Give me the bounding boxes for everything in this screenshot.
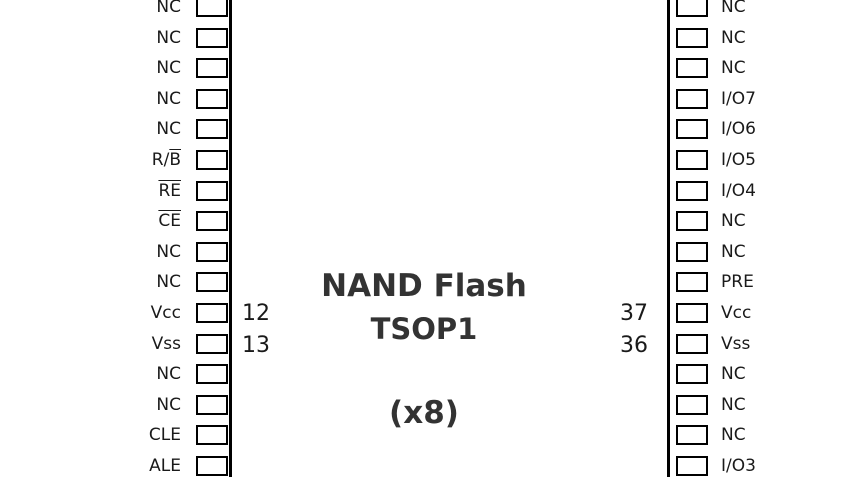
right-pin-pad bbox=[676, 394, 708, 415]
left-pin-pad bbox=[196, 211, 228, 232]
chip-title-line3: (x8) bbox=[389, 395, 459, 431]
right-pin-pad bbox=[676, 303, 708, 323]
left-pin-pad bbox=[196, 456, 228, 476]
right-pin-label: I/O6 bbox=[721, 119, 756, 140]
pin-label-text: NC bbox=[156, 88, 181, 109]
pin-label-overline-text: B bbox=[169, 150, 181, 170]
left-pin-pad bbox=[196, 333, 228, 354]
right-pin-pad bbox=[676, 425, 708, 446]
pin-label-text: Vss bbox=[151, 333, 181, 354]
right-pin-label: NC bbox=[721, 211, 746, 232]
left-pin-pad bbox=[196, 364, 228, 385]
chip-right-edge bbox=[667, 0, 670, 477]
right-pin-pad bbox=[676, 241, 708, 262]
left-pin-pad bbox=[196, 0, 228, 17]
right-pin-label: NC bbox=[721, 425, 746, 446]
right-pin-label: NC bbox=[721, 58, 746, 79]
right-pin-label: NC bbox=[721, 364, 746, 385]
right-pin-label: I/O7 bbox=[721, 88, 756, 109]
left-pin-pad bbox=[196, 180, 228, 201]
left-pin-pad bbox=[196, 394, 228, 415]
left-pin-label: RE bbox=[101, 181, 181, 201]
pin-number-37: 37 bbox=[620, 301, 648, 326]
right-pin-pad bbox=[676, 119, 708, 140]
right-pin-pad bbox=[676, 27, 708, 48]
pin-label-text: NC bbox=[156, 272, 181, 293]
right-pin-pad bbox=[676, 272, 708, 293]
left-pin-label: NC bbox=[101, 395, 181, 415]
right-pin-label: Vss bbox=[721, 333, 751, 354]
left-pin-label: Vcc bbox=[101, 303, 181, 323]
right-pin-label: I/O5 bbox=[721, 150, 756, 170]
right-pin-label: NC bbox=[721, 0, 746, 17]
left-pin-label: NC bbox=[101, 242, 181, 262]
pin-label-overline-text: RE bbox=[158, 180, 181, 201]
left-pin-pad bbox=[196, 119, 228, 140]
pin-label-text: NC bbox=[156, 394, 181, 415]
pin-label-text: NC bbox=[156, 241, 181, 262]
left-pin-pad bbox=[196, 303, 228, 323]
pin-number-12: 12 bbox=[242, 301, 270, 326]
left-pin-pad bbox=[196, 241, 228, 262]
right-pin-pad bbox=[676, 180, 708, 201]
left-pin-pad bbox=[196, 58, 228, 79]
left-pin-pad bbox=[196, 27, 228, 48]
right-pin-pad bbox=[676, 88, 708, 109]
right-pin-pad bbox=[676, 0, 708, 17]
chip-left-edge bbox=[229, 0, 232, 477]
left-pin-pad bbox=[196, 425, 228, 446]
left-pin-label: ALE bbox=[101, 456, 181, 476]
right-pin-pad bbox=[676, 456, 708, 476]
right-pin-label: NC bbox=[721, 394, 746, 415]
left-pin-label: NC bbox=[101, 119, 181, 139]
right-pin-label: NC bbox=[721, 241, 746, 262]
right-pin-pad bbox=[676, 211, 708, 232]
left-pin-label: CLE bbox=[101, 425, 181, 445]
pin-label-text: NC bbox=[156, 119, 181, 140]
left-pin-label: CE bbox=[101, 211, 181, 231]
right-pin-label: PRE bbox=[721, 272, 754, 293]
chip-title-line2: TSOP1 bbox=[370, 312, 478, 346]
right-pin-pad bbox=[676, 150, 708, 170]
pin-label-text: R/ bbox=[151, 150, 170, 170]
pin-label-text: NC bbox=[156, 0, 181, 17]
right-pin-pad bbox=[676, 58, 708, 79]
left-pin-label: NC bbox=[101, 89, 181, 109]
left-pin-label: NC bbox=[101, 28, 181, 48]
pin-number-36: 36 bbox=[620, 333, 648, 358]
pin-label-text: CLE bbox=[148, 425, 181, 446]
left-pin-label: R/B bbox=[101, 150, 181, 170]
right-pin-label: Vcc bbox=[721, 303, 752, 323]
pin-label-overline-text: CE bbox=[158, 211, 181, 232]
pin-label-text: NC bbox=[156, 27, 181, 48]
left-pin-label: Vss bbox=[101, 334, 181, 354]
left-pin-label: NC bbox=[101, 272, 181, 292]
left-pin-label: NC bbox=[101, 364, 181, 384]
pin-number-13: 13 bbox=[242, 333, 270, 358]
pin-label-text: ALE bbox=[149, 456, 181, 476]
right-pin-pad bbox=[676, 333, 708, 354]
pin-label-text: NC bbox=[156, 364, 181, 385]
right-pin-label: NC bbox=[721, 27, 746, 48]
left-pin-label: NC bbox=[101, 0, 181, 17]
left-pin-pad bbox=[196, 272, 228, 293]
right-pin-pad bbox=[676, 364, 708, 385]
left-pin-label: NC bbox=[101, 58, 181, 78]
left-pin-pad bbox=[196, 150, 228, 170]
pin-label-text: Vcc bbox=[150, 303, 181, 323]
pin-label-text: NC bbox=[156, 58, 181, 79]
right-pin-label: I/O3 bbox=[721, 456, 756, 476]
left-pin-pad bbox=[196, 88, 228, 109]
right-pin-label: I/O4 bbox=[721, 180, 756, 201]
chip-title-line1: NAND Flash bbox=[321, 268, 527, 304]
